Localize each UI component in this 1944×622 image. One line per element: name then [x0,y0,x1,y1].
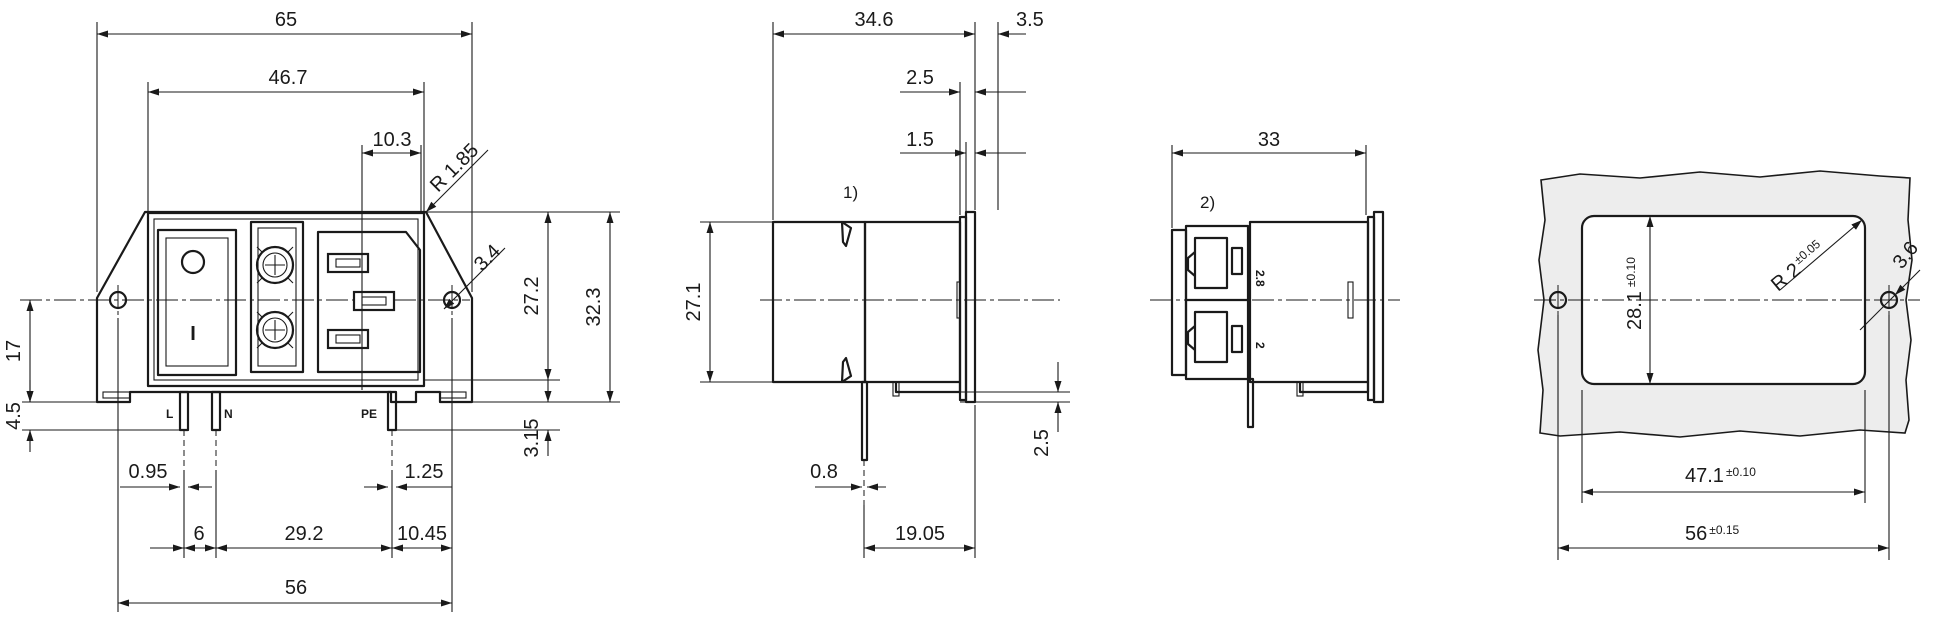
side2-clip-upper [1186,251,1196,277]
switch-off-circle [180,249,206,275]
panel-right-hole [1879,290,1899,310]
outlet-slot-top-inner [335,258,361,268]
dim-side1-pin-depth: 19.05 [895,523,945,545]
panel-spacing-value: 56 [1685,523,1707,545]
panel-width-tolerance: ±0.10 [1726,465,1756,479]
side1-bracket [894,382,962,394]
right-foot [439,391,467,399]
dim-base-offset: 4.5 [3,402,25,430]
side2-variant-label: 2) [1200,193,1215,212]
panel-height-label: 28.1 ±0.10 [1624,257,1646,330]
dim-width-housing: 46.7 [269,67,308,89]
dim-pin-width-right: 1.25 [405,461,444,483]
side2-clip-lower [1186,325,1196,351]
dim-side1-depth: 34.6 [855,9,894,31]
left-foot [102,391,131,399]
rocker-switch-inner [165,237,229,367]
dim-pin-pitch-ln: 6 [193,523,204,545]
side2-housing [1248,220,1370,384]
front-view: I [3,9,620,612]
dim-hole-front: 3.4 [470,240,505,275]
side2-bracket-tab [1296,381,1304,397]
side2-pin [1246,377,1255,429]
dim-side1-flange-total: 3.5 [1016,9,1044,31]
rocker-switch [156,228,238,377]
panel-width-value: 47.1 [1685,465,1724,487]
panel-height-tolerance: ±0.10 [1624,257,1638,287]
side2-bracket [1298,382,1370,394]
leader-panel-hole-line [1859,269,1921,331]
left-mounting-hole [108,290,128,310]
dim-pe-to-hole: 10.45 [397,523,447,545]
front-flange-outline [95,210,474,404]
leader-panel-hole [1894,284,1906,296]
front-housing [146,211,426,388]
panel-spacing-label: 56±0.15 [1685,523,1740,545]
side-view-2: 2.8 2 2) 33 [1150,129,1400,429]
pin-label-n: N [224,407,233,421]
panel-cutout-view: 28.1±0.10 R 2±0.05 3.6 47.1±0.10 56±0.15 [1534,170,1923,560]
side1-variant-label: 1) [843,183,858,202]
pin-l [178,390,190,432]
side1-clip-bottom [840,356,853,384]
dim-axis-height: 17 [3,340,25,362]
pin-n [210,390,222,432]
pin-label-pe: PE [361,407,377,421]
panel-height-value: 28.1 [1624,291,1646,330]
dim-radius: R 1.85 [426,139,483,196]
front-housing-inner [153,218,419,381]
dim-hole-spacing-front: 56 [285,577,307,599]
panel-spacing-tolerance: ±0.15 [1709,523,1739,537]
side1-latch [956,281,961,319]
side1-flange-outer [964,210,977,404]
fuse-lower [255,310,295,350]
dim-side1-body-height: 27.1 [683,283,705,322]
dim-side2-depth: 33 [1258,129,1280,151]
side-view-1: 1) 34.6 3.5 2.5 1.5 27.1 0.8 19.05 [683,9,1070,558]
leader-panel-radius [1779,219,1863,291]
pin-label-l: L [166,407,173,421]
side2-back-plate [1170,228,1188,377]
dim-side1-pin-length: 2.5 [1031,429,1053,457]
dim-height-body: 27.2 [521,277,543,316]
side2-label-lower: 2 [1253,342,1267,349]
iec-outlet-outline [316,230,422,374]
switch-on-symbol: I [190,323,196,345]
fuse-holder-inner [257,227,297,367]
leader-hole-front [443,247,506,310]
dim-side1-pin-thickness: 0.8 [810,461,838,483]
side2-tab-lower [1230,324,1244,354]
leader-radius [425,149,489,213]
side1-housing-front [771,220,867,384]
outlet-slot-bottom-inner [335,334,361,344]
side1-housing-rear [863,220,962,384]
dim-outlet-offset: 10.3 [373,129,412,151]
side1-bracket-tab [892,381,900,397]
side1-clip-top [840,220,853,248]
side2-flange-outer [1372,210,1385,404]
side2-tab-upper [1230,246,1244,276]
panel-left-hole [1548,290,1568,310]
side2-label-upper: 2.8 [1253,270,1267,287]
side1-pin [860,380,869,462]
outlet-slot-middle [352,290,396,312]
dim-pin-width-left: 0.95 [129,461,168,483]
side2-terminal-upper [1193,236,1229,290]
dim-height-flange: 32.3 [583,288,605,327]
fuse-holder-block [249,220,305,374]
dim-side1-flange-a: 2.5 [906,67,934,89]
dim-width-overall: 65 [275,9,297,31]
dim-pin-pitch-npe: 29.2 [285,523,324,545]
side2-latch [1347,281,1354,319]
panel-width-label: 47.1±0.10 [1685,465,1756,487]
side2-terminal-lower [1193,310,1229,364]
side2-terminal-block [1184,224,1250,381]
dim-pin-drop: 3.15 [521,419,543,458]
fuse-upper [255,245,295,285]
dim-side1-flange-b: 1.5 [906,129,934,151]
